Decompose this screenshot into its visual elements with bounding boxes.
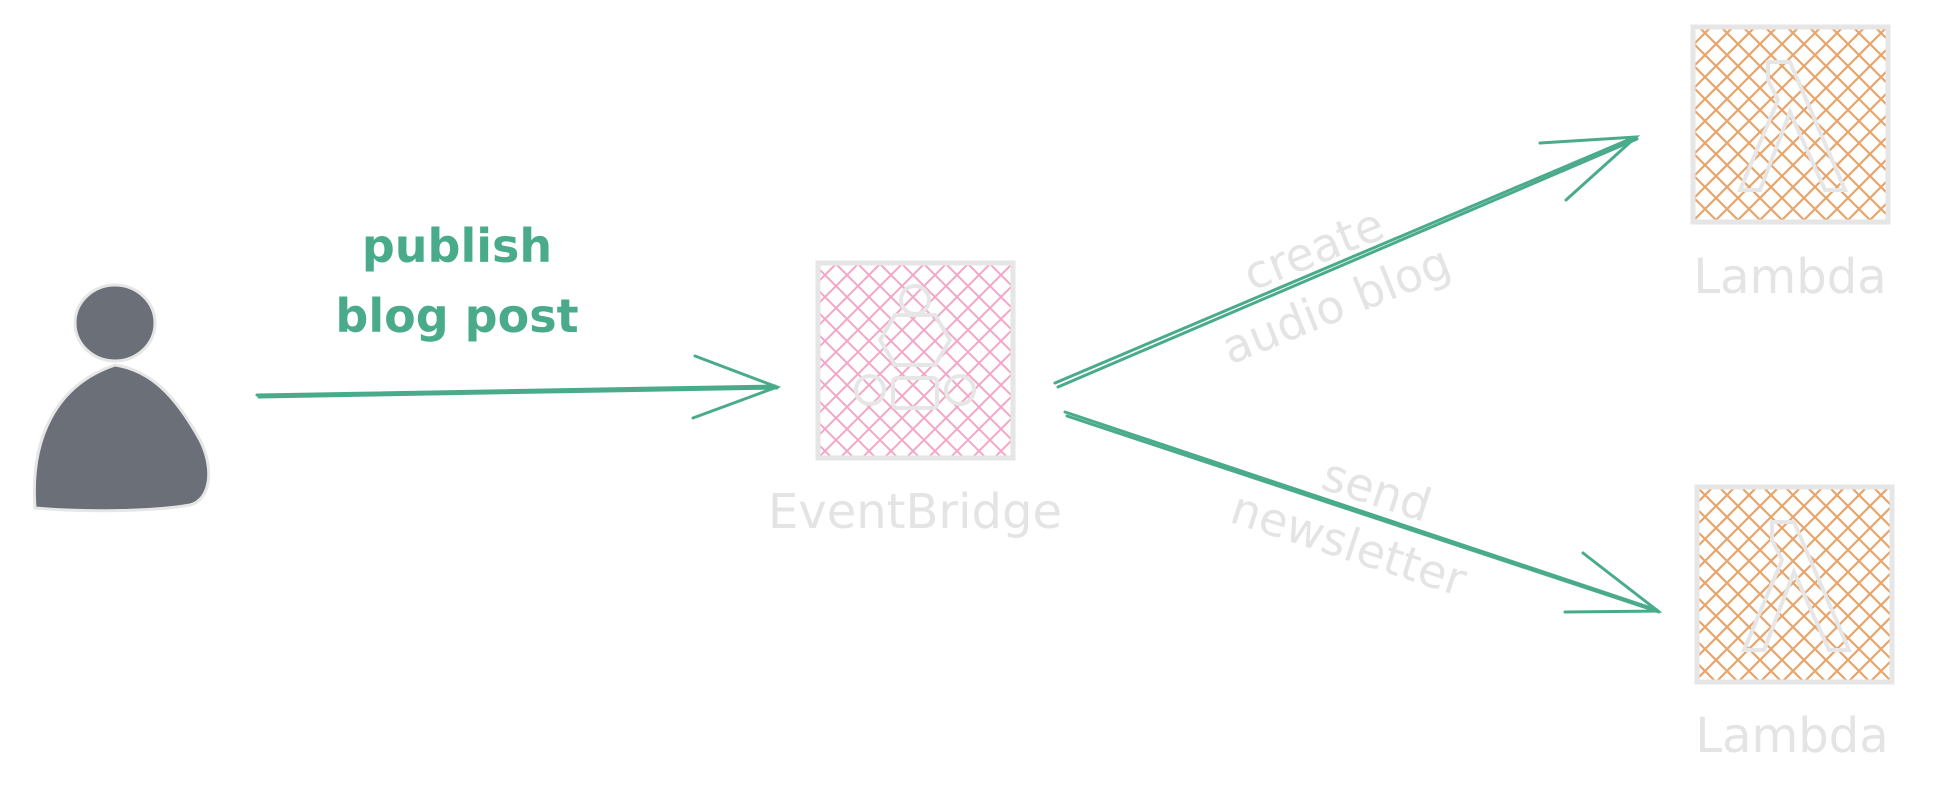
eventbridge-icon [854, 284, 976, 410]
lambda-top-node: Lambda [1690, 24, 1891, 305]
eventbridge-hatch [818, 263, 1013, 458]
arrow-publish [255, 354, 782, 420]
rule-send-label: send newsletter [1225, 447, 1473, 607]
publish-label-line1: publish [362, 219, 552, 273]
publish-label: publish blog post [335, 219, 578, 343]
lambda-top-label: Lambda [1693, 249, 1886, 305]
rule-create-label: create audio blog [1214, 197, 1458, 375]
lambda-bottom-hatch [1697, 487, 1892, 682]
lambda-bottom-node: Lambda [1694, 484, 1895, 764]
lambda-icon [1740, 520, 1853, 652]
lambda-icon [1736, 60, 1849, 192]
user-icon [32, 283, 211, 513]
eventbridge-node: EventBridge [768, 260, 1062, 540]
lambda-bottom-label: Lambda [1695, 708, 1888, 764]
lambda-top-hatch [1693, 27, 1888, 222]
publish-label-line2: blog post [335, 289, 578, 343]
eventbridge-label: EventBridge [768, 484, 1062, 540]
arrow-create-audio-blog [1053, 135, 1641, 389]
arrow-send-newsletter [1063, 410, 1663, 614]
